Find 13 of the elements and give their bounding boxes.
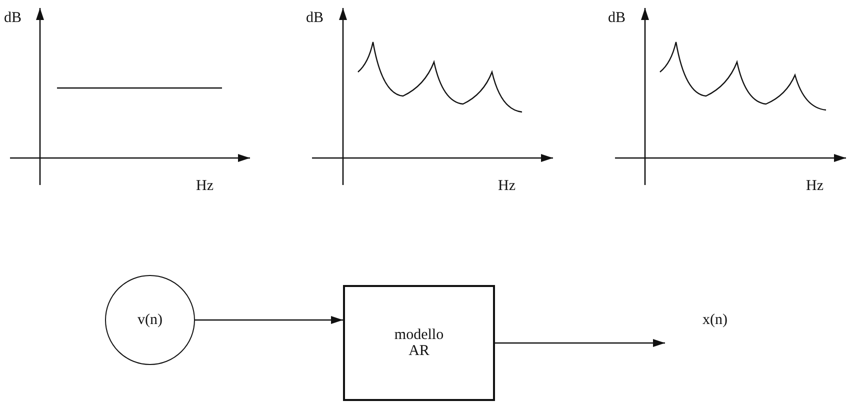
axis-label: Hz — [806, 178, 824, 194]
axis-label: dB — [4, 10, 22, 26]
node-text: modello AR — [393, 327, 445, 359]
model-box — [343, 285, 495, 401]
axis-label: dB — [608, 10, 626, 26]
arrow — [194, 316, 343, 324]
axis-label: Hz — [498, 178, 516, 194]
signal-label: x(n) — [702, 312, 728, 328]
axis-label: Hz — [196, 178, 214, 194]
signal-circle — [105, 275, 195, 365]
axis-label: dB — [306, 10, 324, 26]
arrow — [495, 339, 665, 347]
node-text: v(n) — [138, 312, 162, 328]
